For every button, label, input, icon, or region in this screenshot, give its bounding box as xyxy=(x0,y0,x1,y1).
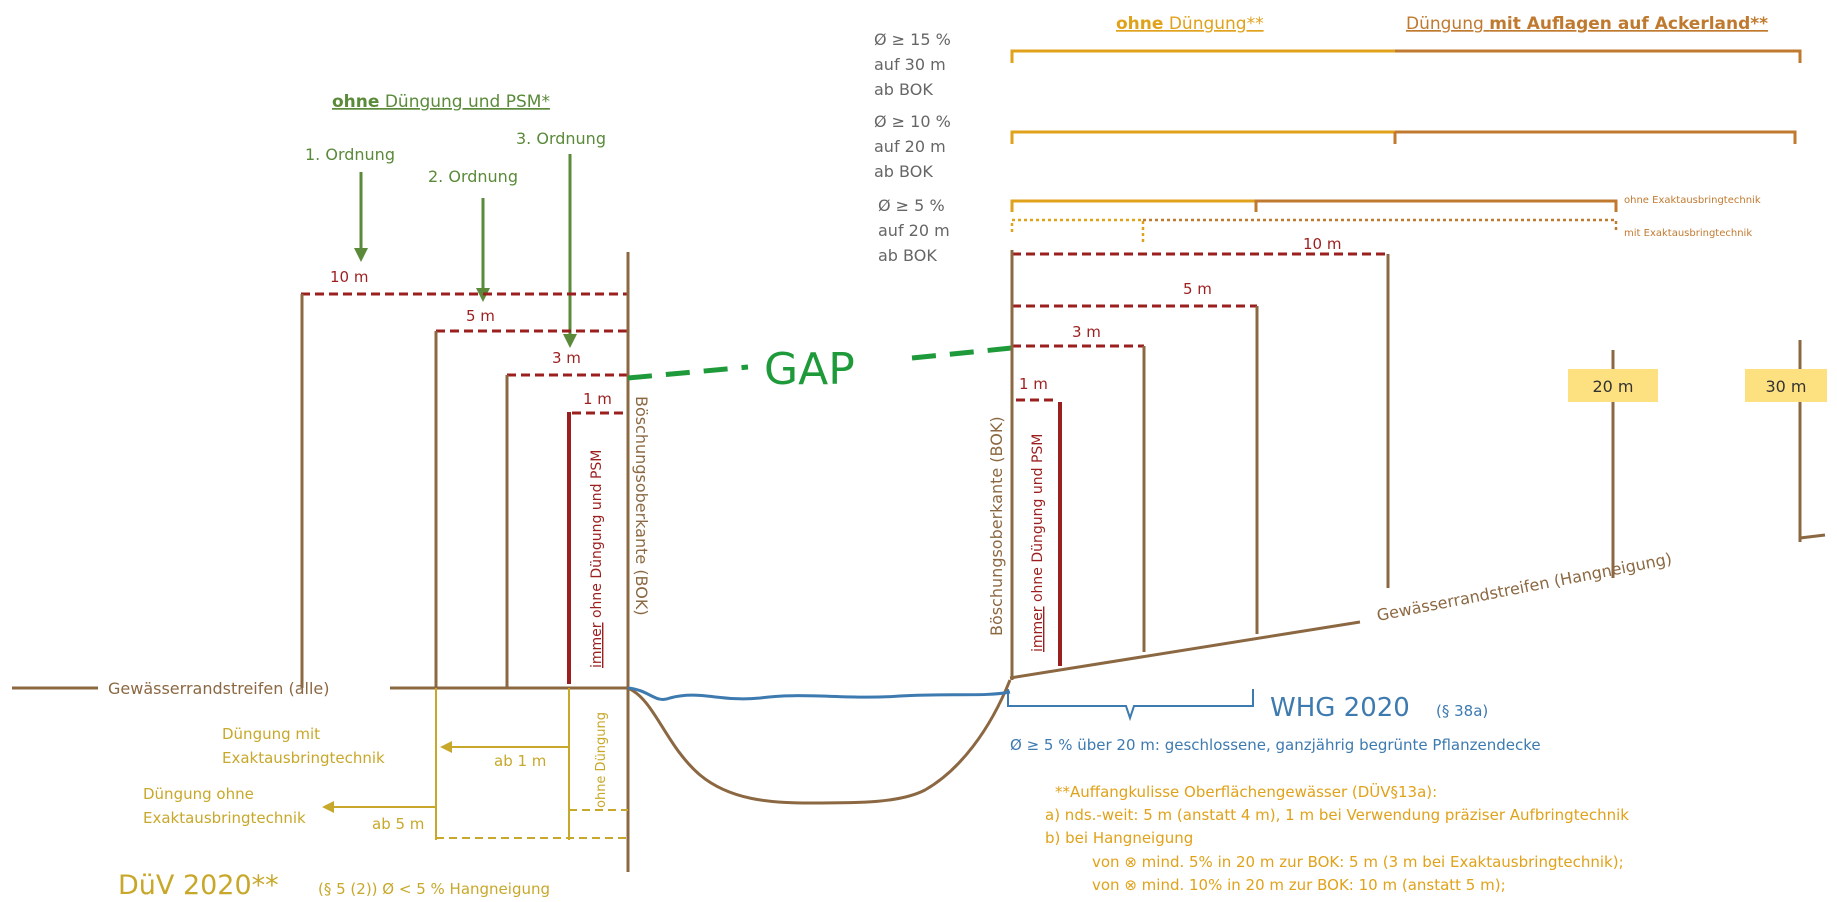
exakt-label-2: Exaktausbringtechnik xyxy=(222,749,385,767)
order-3-label: 3. Ordnung xyxy=(516,129,606,148)
ab-5m-label: ab 5 m xyxy=(372,815,424,833)
note-1: a) nds.-weit: 5 m (anstatt 4 m), 1 m bei… xyxy=(1045,806,1629,824)
badge-30m xyxy=(1745,369,1827,402)
slope15-line1: Ø ≥ 15 % xyxy=(874,30,951,49)
duev-notes: **Auffangkulisse Oberflächengewässer (DÜ… xyxy=(1045,782,1629,894)
right-30m-foot xyxy=(1799,533,1826,540)
slope5-line2: auf 20 m xyxy=(878,221,950,240)
ohne-exakt-label-2: Exaktausbringtechnik xyxy=(143,809,306,827)
right-3m-label: 3 m xyxy=(1072,323,1101,341)
slope-ground-line xyxy=(1009,620,1361,680)
bracket-10 xyxy=(1010,130,1797,144)
order-1-arrowhead xyxy=(354,248,368,262)
bracket-5-ohne-b xyxy=(1254,199,1618,212)
note-3: von ⊗ mind. 5% in 20 m zur BOK: 5 m (3 m… xyxy=(1092,853,1624,871)
left-immer-label: immer ohne Düngung und PSM xyxy=(589,450,605,668)
bracket-5-ohne-exakt xyxy=(1010,199,1618,212)
order-arrows xyxy=(354,154,577,348)
left-3m-label: 3 m xyxy=(552,349,581,367)
left-distance-lines xyxy=(301,292,628,415)
slope10-line3: ab BOK xyxy=(874,162,933,181)
whg-text: Ø ≥ 5 % über 20 m: geschlossene, ganzjäh… xyxy=(1010,736,1541,754)
bracket-5-ohne-a xyxy=(1010,199,1256,212)
slope-labels: Ø ≥ 15 % auf 30 m ab BOK Ø ≥ 10 % auf 20… xyxy=(874,30,951,265)
ohne-exakt-arrowhead xyxy=(322,801,334,813)
left-5m-label: 5 m xyxy=(466,307,495,325)
left-10m-label: 10 m xyxy=(330,268,368,286)
slope5-line1: Ø ≥ 5 % xyxy=(878,196,945,215)
exakt-label-1: Düngung mit xyxy=(222,725,320,743)
duev-title: DüV 2020** xyxy=(118,870,279,901)
ohne-exakt-label-1: Düngung ohne xyxy=(143,785,254,803)
badge-20m-label: 20 m xyxy=(1592,377,1633,396)
gap-line-right xyxy=(911,345,1013,361)
left-strip-label: Gewässerrandstreifen (alle) xyxy=(108,679,329,698)
whg-title: WHG 2020 xyxy=(1270,693,1410,723)
bracket-15-mit xyxy=(1395,49,1802,63)
mit-exakt-small-label: mit Exaktausbringtechnik xyxy=(1624,228,1752,239)
left-verticals xyxy=(300,252,630,872)
right-10m-label: 10 m xyxy=(1303,235,1341,253)
note-0: **Auffangkulisse Oberflächengewässer (DÜ… xyxy=(1055,782,1437,801)
left-ohne-duengung-vertical: ohne Düngung xyxy=(594,712,609,808)
exakt-arrowhead xyxy=(440,741,452,753)
bracket-10-ohne xyxy=(1010,130,1395,144)
ohne-exakt-small-label: ohne Exaktausbringtechnik xyxy=(1624,195,1761,206)
slope15-line2: auf 30 m xyxy=(874,55,946,74)
badge-30m-label: 30 m xyxy=(1765,377,1806,396)
bracket-15 xyxy=(1010,49,1802,63)
whg-bracket xyxy=(1007,689,1254,722)
whg-subtitle: (§ 38a) xyxy=(1436,702,1488,720)
right-header-ohne: ohne Düngung** xyxy=(1116,14,1264,34)
slope10-line2: auf 20 m xyxy=(874,137,946,156)
note-4: von ⊗ mind. 10% in 20 m zur BOK: 10 m (a… xyxy=(1092,876,1506,894)
ab-1m-label: ab 1 m xyxy=(494,752,546,770)
right-header-mit: Düngung mit Auflagen auf Ackerland** xyxy=(1406,14,1768,34)
order-3-arrowhead xyxy=(563,334,577,348)
gap-line-left xyxy=(627,364,749,381)
bracket-5-mit-a xyxy=(1010,218,1145,245)
slope5-line3: ab BOK xyxy=(878,246,937,265)
right-verticals xyxy=(1010,250,1826,680)
badge-20m xyxy=(1568,369,1658,402)
riverbed xyxy=(627,679,1012,805)
bracket-5-mit-exakt xyxy=(1010,218,1618,245)
slope15-line3: ab BOK xyxy=(874,80,933,99)
order-1-label: 1. Ordnung xyxy=(305,145,395,164)
gap-label: GAP xyxy=(764,344,855,395)
right-immer-label: immer ohne Düngung und PSM xyxy=(1030,434,1046,652)
right-distance-lines xyxy=(1012,252,1388,402)
bracket-10-mit xyxy=(1393,130,1797,144)
water-surface xyxy=(627,686,1011,701)
bracket-5-mit-b xyxy=(1143,218,1618,232)
left-bok-label: Böschungsoberkante (BOK) xyxy=(632,396,651,616)
duev-subtitle: (§ 5 (2)) Ø < 5 % Hangneigung xyxy=(318,880,550,898)
right-5m-label: 5 m xyxy=(1183,280,1212,298)
order-2-label: 2. Ordnung xyxy=(428,167,518,186)
left-fertilizer-zones xyxy=(435,688,628,840)
slope10-line1: Ø ≥ 10 % xyxy=(874,112,951,131)
right-1m-label: 1 m xyxy=(1019,375,1048,393)
left-header: ohne Düngung und PSM* xyxy=(332,92,550,112)
right-strip-label: Gewässerrandstreifen (Hangneigung) xyxy=(1375,549,1673,625)
left-1m-label: 1 m xyxy=(583,390,612,408)
note-2: b) bei Hangneigung xyxy=(1045,829,1193,847)
right-bok-label: Böschungsoberkante (BOK) xyxy=(987,416,1006,636)
bracket-15-ohne xyxy=(1010,49,1395,63)
